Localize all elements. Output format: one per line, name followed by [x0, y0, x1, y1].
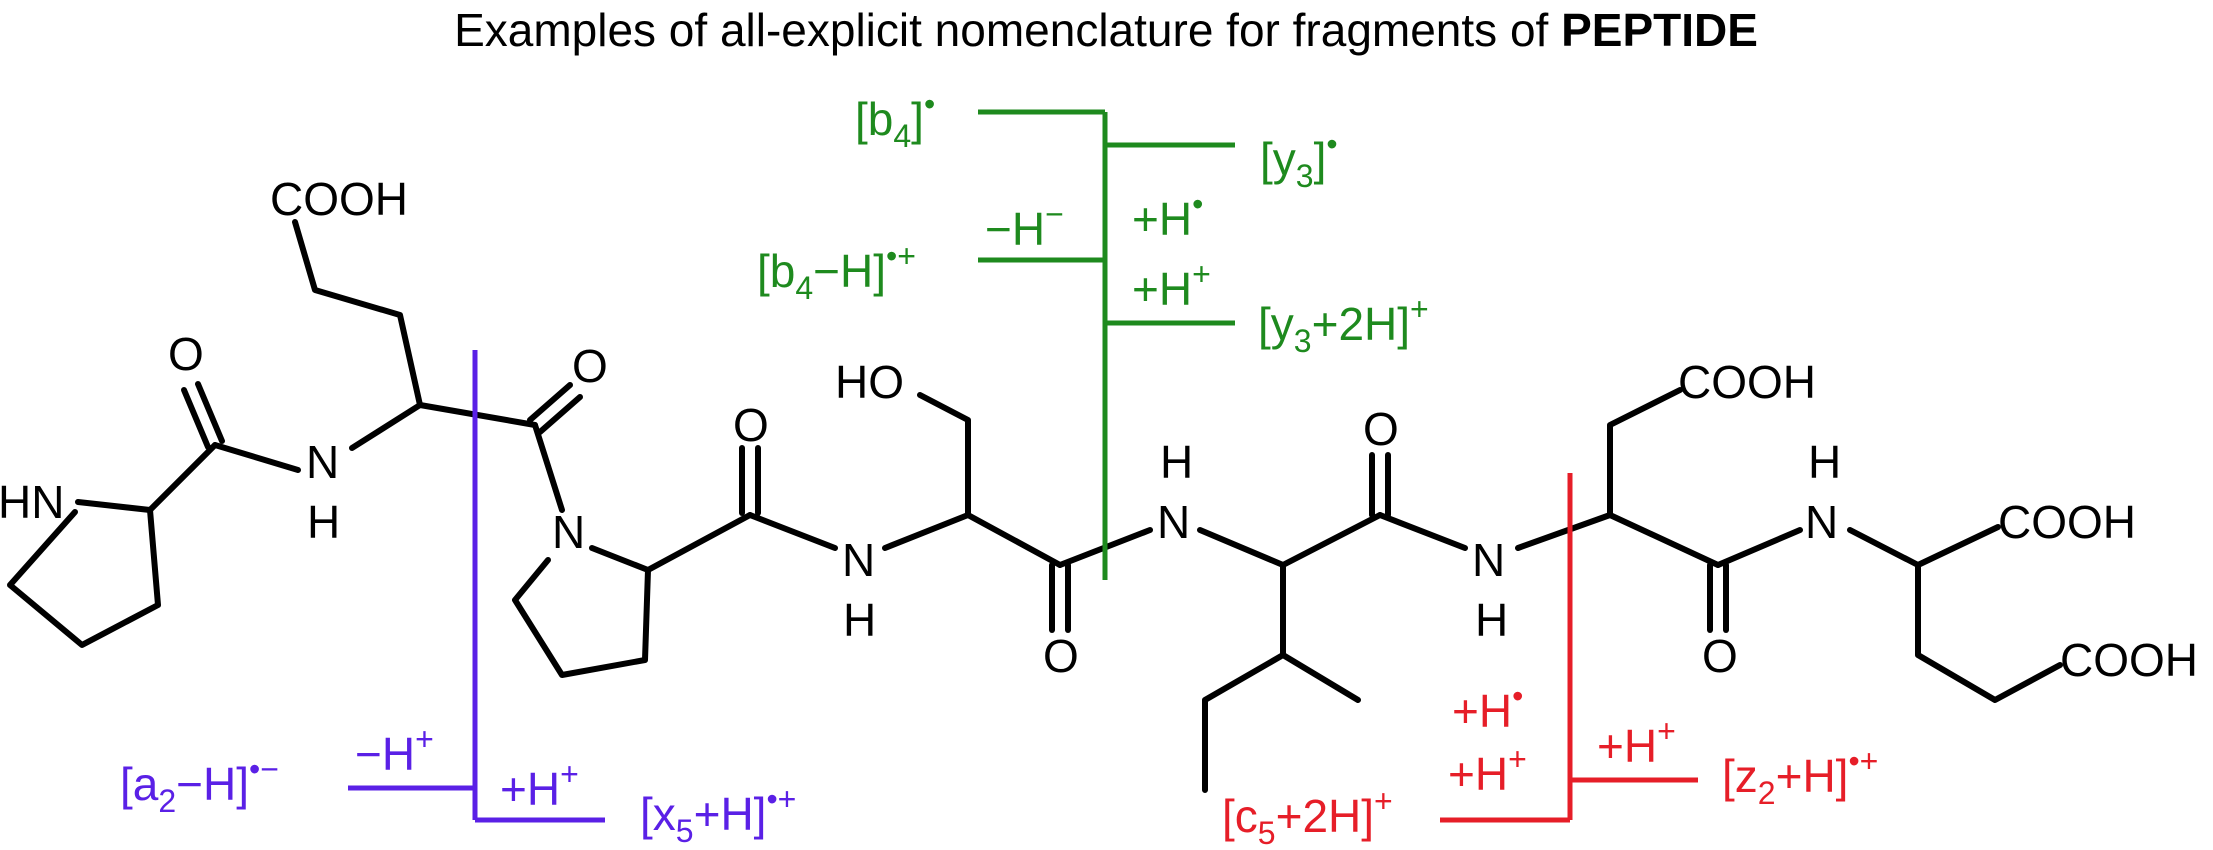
green-cleavage — [978, 109, 1235, 580]
bond-pro1-co-b — [195, 381, 225, 444]
atom-o-ile-carbonyl: O — [1363, 403, 1399, 455]
proline2-ring — [512, 545, 651, 678]
red-labels: +H• +H+ +H+ [c5+2H]+ [z2+H]•+ — [1222, 678, 1878, 850]
proline1-ring — [7, 507, 161, 648]
atom-h-amide1: H — [307, 496, 340, 548]
atom-labels: HN O N H COOH O N O N H HO O H N O N H C… — [0, 173, 2198, 686]
red-plus-h-radical-label: +H• — [1452, 678, 1523, 737]
atom-hn-proline: HN — [0, 476, 64, 528]
bond-n4-ca — [1515, 512, 1613, 551]
bond-c-n5 — [1715, 527, 1803, 568]
green-y3-label: [y3]• — [1260, 126, 1338, 194]
atom-o-ser-carbonyl: O — [1043, 630, 1079, 682]
atom-o-glu-carbonyl: O — [572, 340, 608, 392]
bond-n3-ca — [1197, 527, 1286, 568]
bond-c-n2 — [747, 512, 838, 551]
bond-n1-ca — [349, 402, 423, 451]
green-plus-h-radical-label: +H• — [1132, 186, 1203, 245]
blue-labels: −H+ [a2−H]•− +H+ [x5+H]•+ — [120, 721, 796, 849]
bond-pro2-carbonyl — [645, 512, 753, 573]
glu-side-chain — [292, 219, 423, 408]
atom-n-pro2: N — [552, 506, 585, 558]
proline1-ca-n — [75, 499, 153, 513]
blue-cleavage — [348, 350, 605, 823]
atom-h-amide4: H — [1475, 594, 1508, 646]
atom-h-amide2: H — [843, 594, 876, 646]
bond-n5-ca — [1847, 527, 1921, 568]
ile-side-chain-b — [1202, 652, 1286, 793]
atom-n-amide2: N — [842, 534, 875, 586]
green-plus-h-cation-label: +H+ — [1132, 256, 1211, 315]
blue-minus-h-label: −H+ — [355, 721, 434, 780]
glu2-side-chain — [1915, 562, 2063, 703]
bond-ile-carbonyl — [1280, 512, 1383, 568]
atom-o-pro2-carbonyl: O — [733, 399, 769, 451]
atom-n-amide3: N — [1157, 496, 1190, 548]
atom-o-pro-carbonyl: O — [168, 328, 204, 380]
bond-c-n1 — [212, 442, 301, 473]
atom-n-amide5: N — [1805, 496, 1838, 548]
ile-side-chain — [1280, 562, 1361, 703]
atom-h-amide5: H — [1808, 436, 1841, 488]
bond-asp-carbonyl — [1607, 512, 1721, 568]
asp-side-chain — [1607, 387, 1683, 518]
red-cleavage — [1440, 473, 1698, 823]
green-labels: [b4]• [y3]• −H− +H• [b4−H]•+ +H+ [y3+2H]… — [757, 86, 1429, 359]
atom-n-amide1: N — [306, 436, 339, 488]
green-b4-minus-h-label: [b4−H]•+ — [757, 238, 916, 306]
red-plus-h-cation-left-label: +H+ — [1448, 741, 1527, 800]
bond-c-npro2 — [532, 422, 565, 513]
blue-x5-plus-h-label: [x5+H]•+ — [640, 781, 796, 849]
bond-pro1-carbonyl — [147, 442, 218, 513]
atom-cooh-asp: COOH — [1678, 356, 1816, 408]
ser-side-chain — [917, 392, 971, 518]
bond-n2-ca — [882, 512, 971, 551]
atom-n-amide4: N — [1472, 534, 1505, 586]
red-plus-h-cation-right-label: +H+ — [1597, 713, 1676, 772]
title-prefix: Examples of all-explicit nomenclature fo… — [454, 4, 1561, 56]
bond-pro1-co-a — [181, 387, 211, 450]
bond-glu-co-a — [527, 382, 573, 423]
diagram-title: Examples of all-explicit nomenclature fo… — [454, 4, 1758, 56]
bond-c-n4 — [1377, 512, 1468, 551]
red-z2-plus-h-label: [z2+H]•+ — [1722, 743, 1878, 811]
atom-cooh-glu: COOH — [270, 173, 408, 225]
atom-h-amide3: H — [1160, 436, 1193, 488]
green-y3-plus-2h-label: [y3+2H]+ — [1258, 291, 1429, 359]
peptide-bonds — [7, 219, 2063, 793]
bond-glu2-cooh-a — [1915, 524, 2001, 568]
bond-ser-carbonyl — [965, 512, 1063, 568]
red-c5-plus-2h-label: [c5+2H]+ — [1222, 783, 1393, 850]
bond-glu-co-b — [537, 394, 583, 435]
atom-cooh-glu2-b: COOH — [2060, 634, 2198, 686]
blue-a2-minus-h-label: [a2−H]•− — [120, 751, 279, 819]
green-b4-label: [b4]• — [855, 86, 935, 154]
atom-ho-ser: HO — [835, 356, 904, 408]
atom-cooh-glu2-a: COOH — [1998, 496, 2136, 548]
blue-plus-h-label: +H+ — [500, 756, 579, 815]
title-peptide: PEPTIDE — [1561, 4, 1758, 56]
atom-o-asp-carbonyl: O — [1702, 630, 1738, 682]
green-minus-h-label: −H− — [985, 196, 1064, 255]
